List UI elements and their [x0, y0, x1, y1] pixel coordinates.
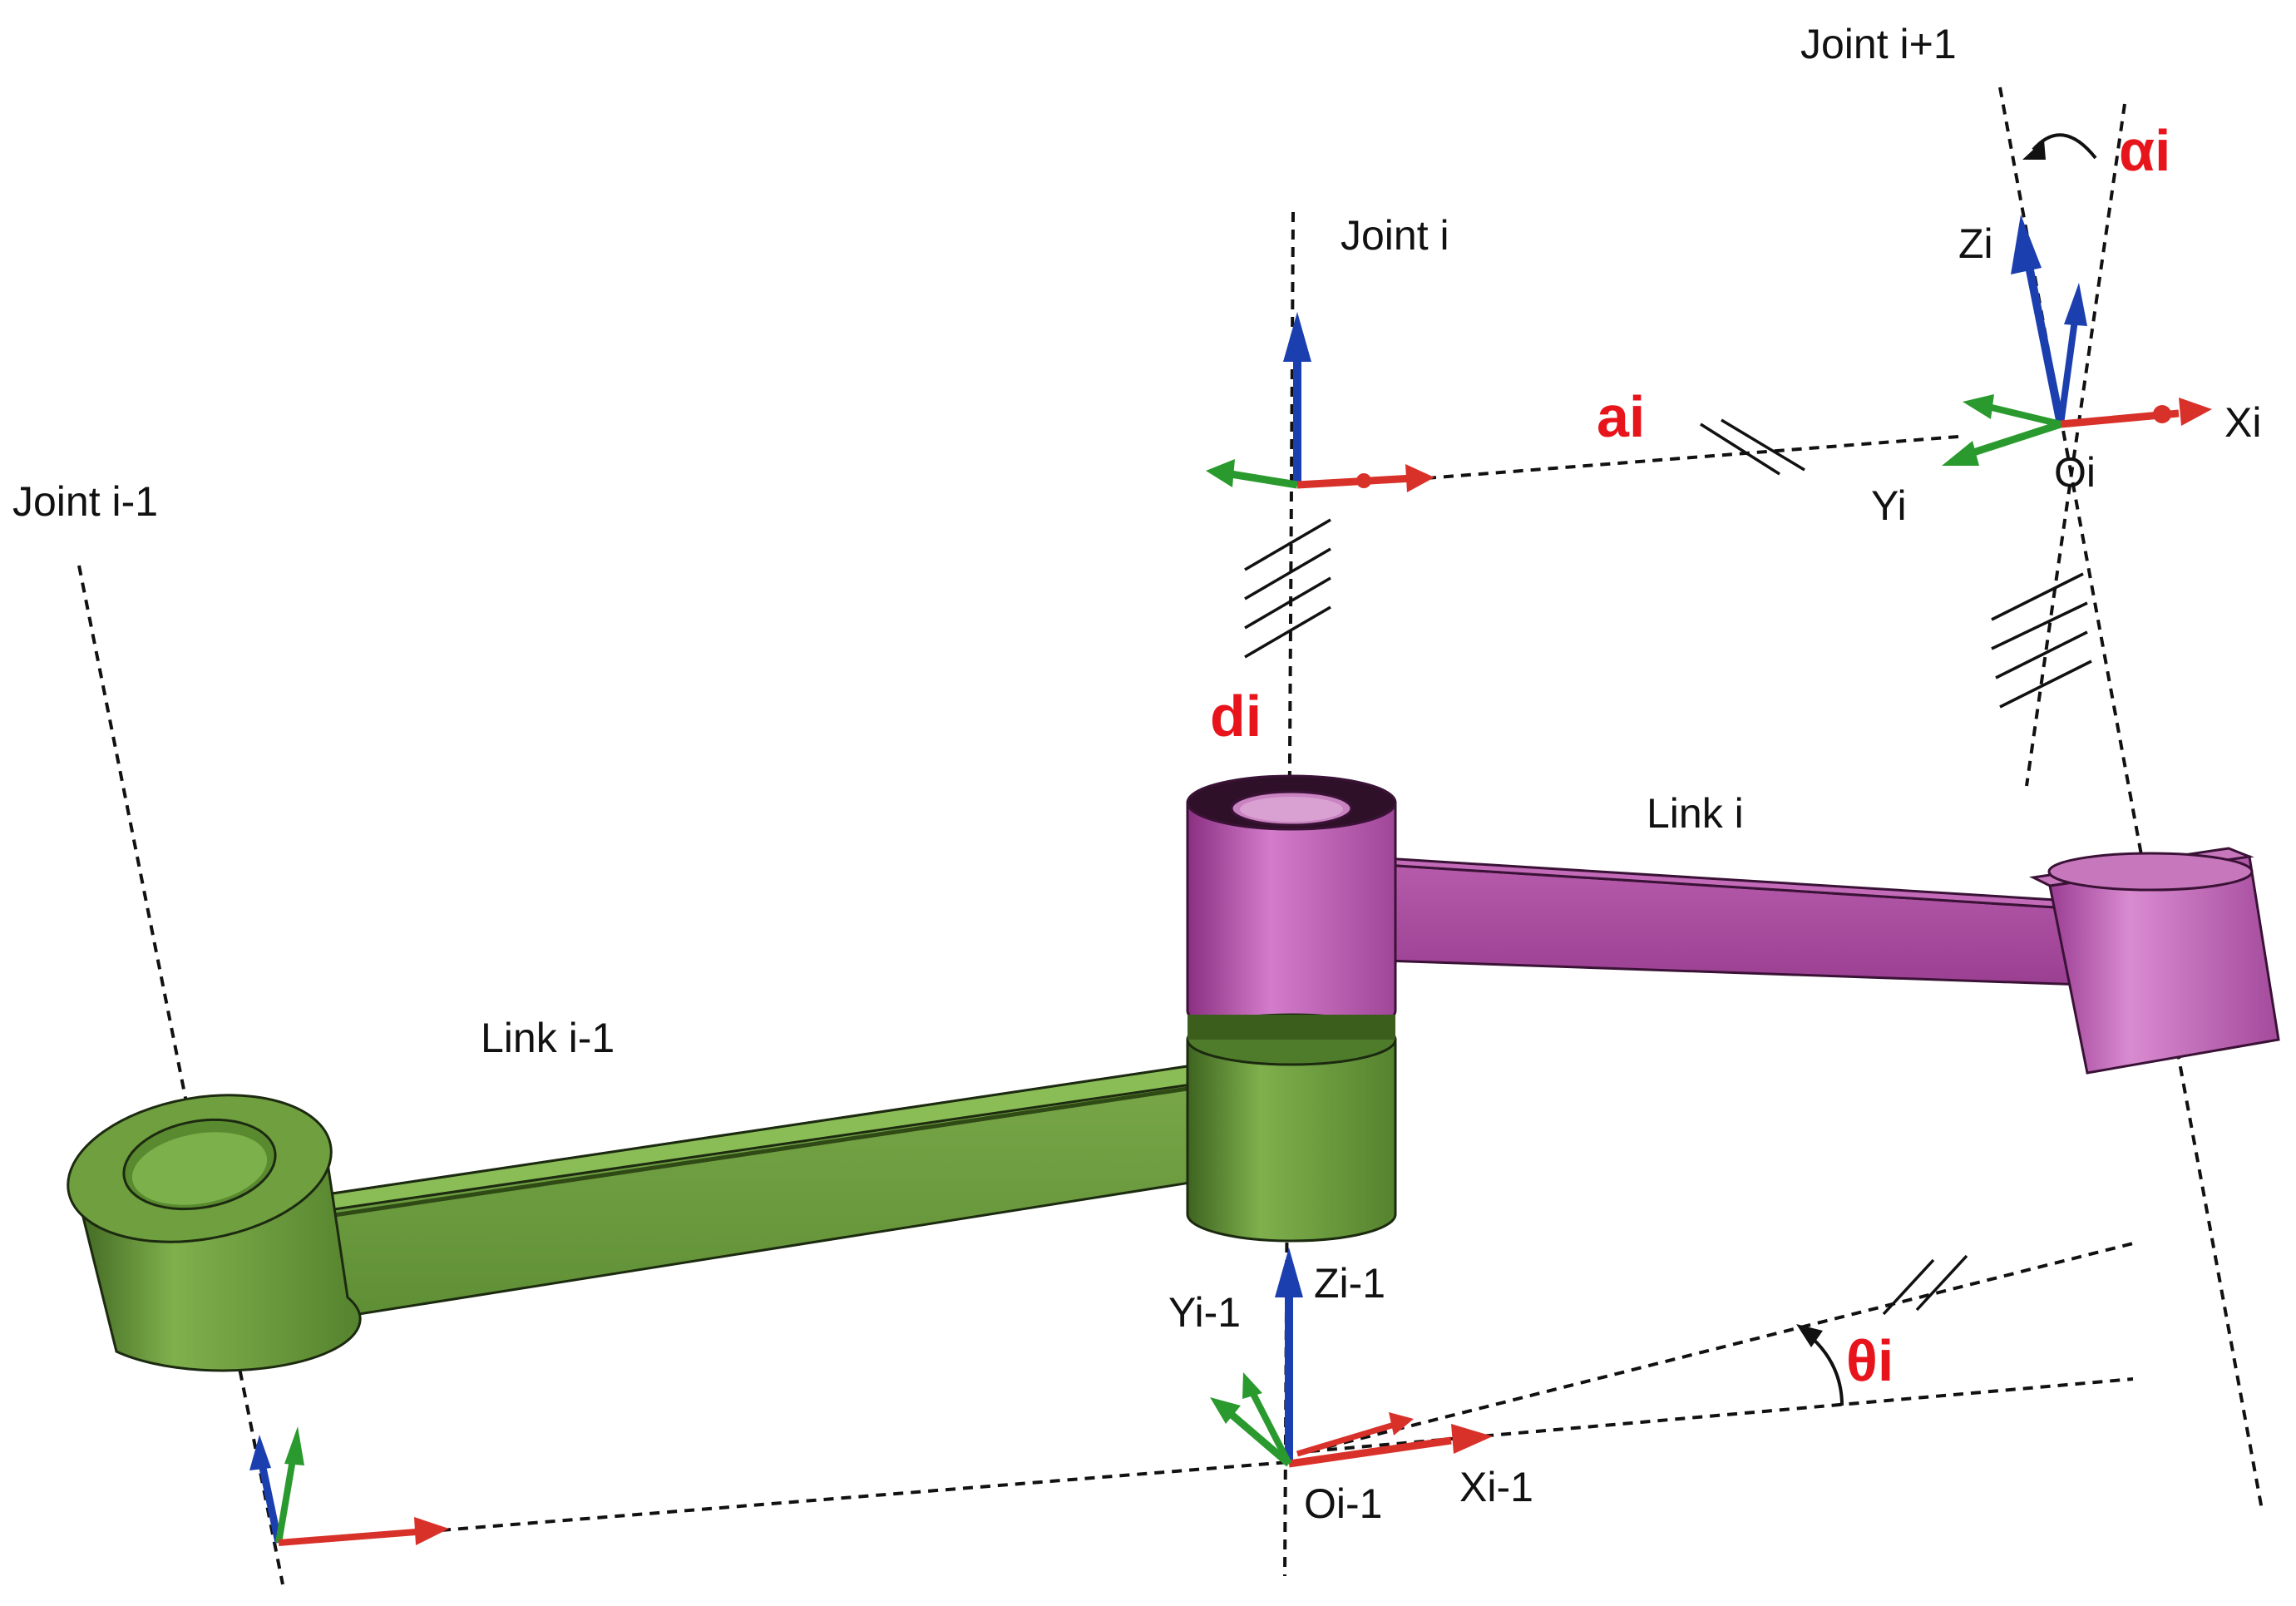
joint-next-label: Joint i+1	[1800, 21, 1957, 67]
frame-prev-x-label: Xi-1	[1459, 1464, 1533, 1510]
frame-prev-y-label: Yi-1	[1168, 1289, 1241, 1336]
frame-i-z-label: Zi	[1958, 220, 1993, 267]
common-normal-prev	[440, 1460, 1290, 1532]
alpha-param-label: αi	[2119, 118, 2170, 183]
axis-triad-icon	[1206, 312, 1434, 492]
link-i	[1186, 774, 2280, 1075]
common-normal-ai	[1425, 435, 1959, 480]
joint-i-label: Joint i	[1341, 212, 1449, 259]
link-i-label: Link i	[1647, 790, 1744, 837]
joint-axis-next	[1998, 86, 2264, 1510]
frame-prev-z-label: Zi-1	[1314, 1260, 1385, 1307]
d-param-label: di	[1210, 684, 1262, 749]
frame-prev-origin-label: Oi-1	[1304, 1480, 1382, 1527]
frame-i-y-label: Yi	[1871, 482, 1907, 529]
axis-triad-icon	[1210, 1248, 1493, 1468]
frame-i-origin-label: Oi	[2054, 449, 2096, 496]
parallel-mark-icon	[1882, 1254, 1968, 1316]
joint-axis-prev	[77, 565, 284, 1585]
frame-i-x-label: Xi	[2224, 399, 2261, 446]
link-prev-label: Link i-1	[481, 1015, 615, 1061]
rotation-arrow-icon	[2022, 133, 2097, 160]
theta-ref-upper	[1309, 1242, 2134, 1453]
theta-param-label: θi	[1846, 1328, 1894, 1393]
link-i-1	[67, 1013, 1397, 1372]
rotation-arrow-icon	[1796, 1324, 1844, 1406]
theta-ref-lower	[1309, 1377, 2134, 1453]
parallel-mark-icon	[1991, 572, 2092, 709]
a-param-label: ai	[1597, 384, 1645, 449]
zi-axis-line	[2025, 103, 2126, 787]
axis-triad-icon	[249, 1426, 449, 1546]
joint-prev-label: Joint i-1	[12, 478, 158, 525]
parallel-mark-icon	[1244, 518, 1331, 659]
parallel-mark-icon	[1700, 418, 1805, 476]
axis-triad-icon	[1942, 215, 2212, 466]
